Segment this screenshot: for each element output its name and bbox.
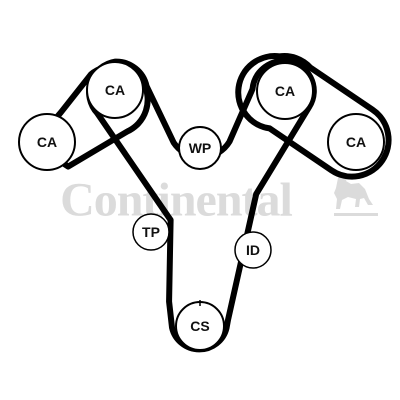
pulley-ca-right-label: CA (346, 134, 366, 150)
pulley-tp-label: TP (142, 224, 160, 240)
pulley-wp-label: WP (189, 140, 212, 156)
pulley-id-label: ID (246, 242, 260, 258)
pulley-ca-top-right: CA (256, 62, 314, 120)
pulley-ca-top-right-label: CA (275, 83, 295, 99)
pulley-ca-left: CA (18, 113, 76, 171)
pulley-wp: WP (178, 126, 222, 170)
right-cam-belt (235, 53, 392, 180)
horse-logo-icon (334, 174, 373, 209)
pulley-cs-label: CS (190, 318, 209, 334)
pulley-cs: CS (175, 300, 225, 351)
pulley-tp: TP (132, 213, 170, 251)
pulley-ca-left-label: CA (37, 134, 57, 150)
horse-logo-base-icon (334, 213, 378, 216)
continental-watermark: Continental (60, 174, 378, 227)
pulley-ca-right: CA (327, 113, 385, 171)
pulley-id: ID (234, 231, 272, 269)
pulley-ca-top-left: CA (86, 61, 144, 119)
pulley-ca-top-left-label: CA (105, 82, 125, 98)
